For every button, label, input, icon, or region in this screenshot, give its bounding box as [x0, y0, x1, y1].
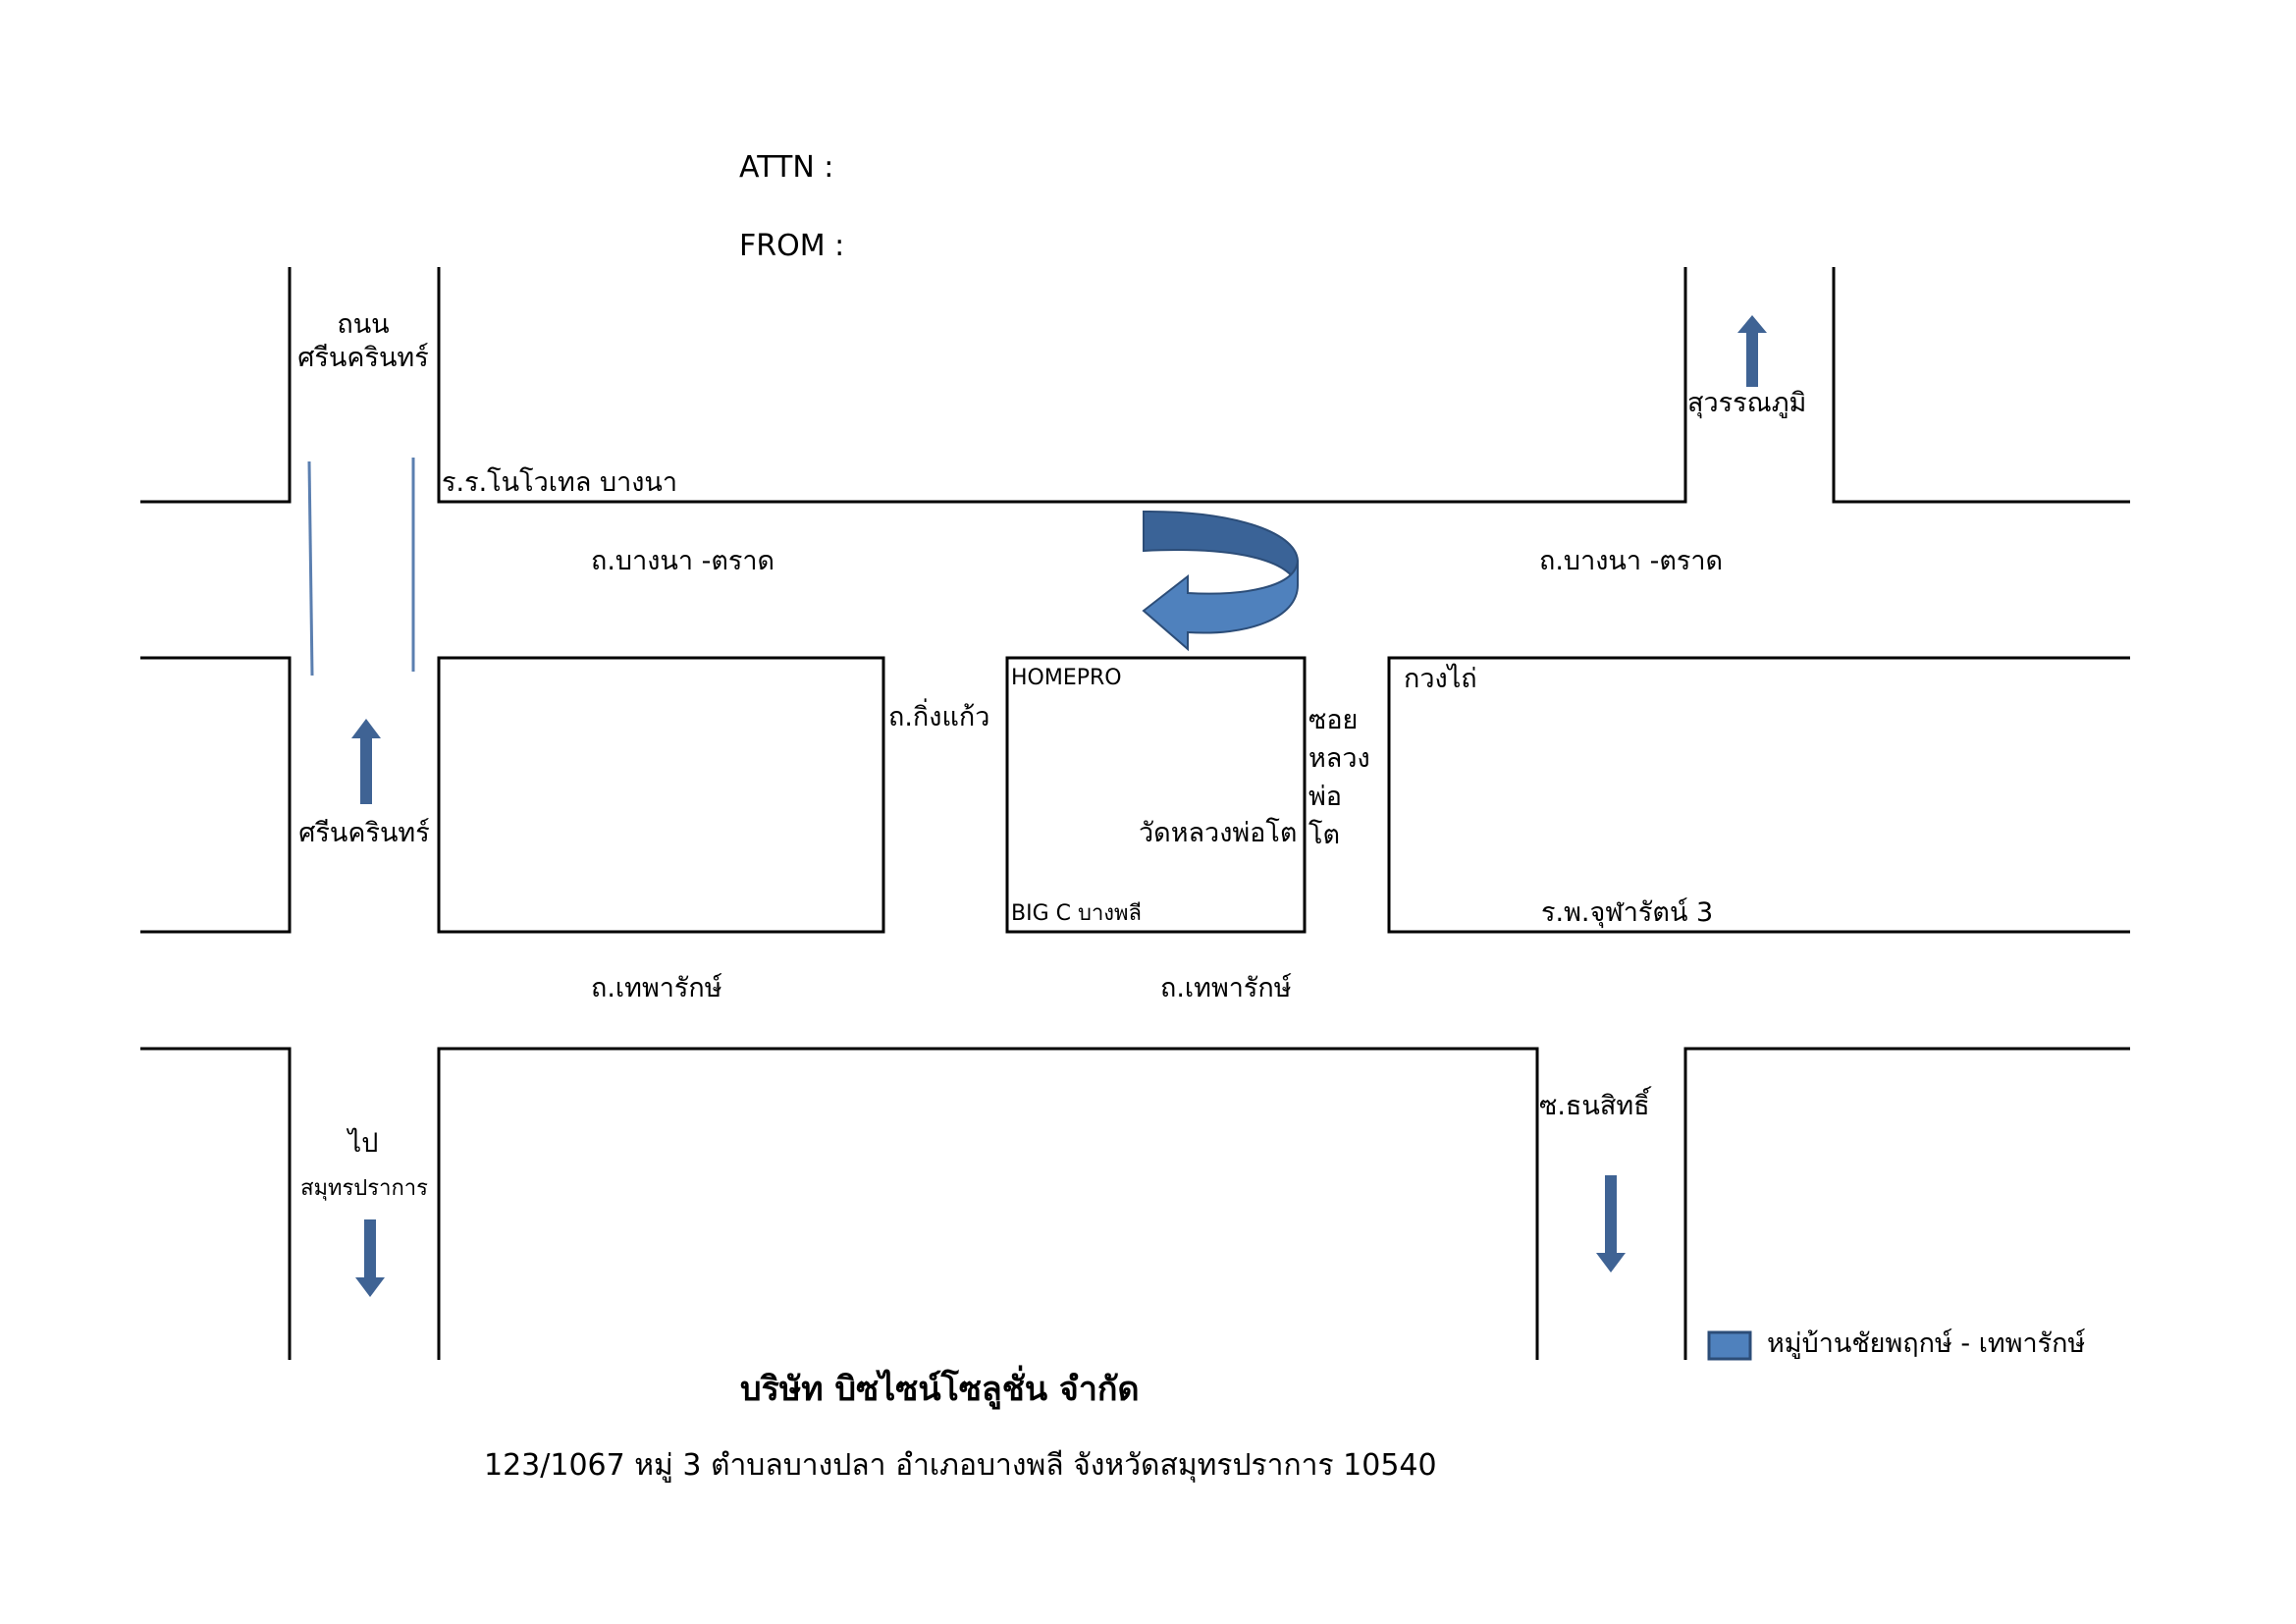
uturn-arrow-front [1142, 560, 1299, 652]
road-label-king-kaew: ถ.กิ่งแก้ว [888, 702, 990, 732]
legend-label: หมู่บ้านชัยพฤกษ์ - เทพารักษ์ [1767, 1328, 2086, 1359]
landmark-chulabhorn-hospital: ร.พ.จุฬารัตน์ 3 [1541, 897, 1714, 928]
company-address: 123/1067 หมู่ 3 ตำบลบางปลา อำเภอบางพลี จ… [484, 1448, 1437, 1483]
road-label-thepharak-left: ถ.เทพารักษ์ [591, 973, 722, 1003]
block-homepro-bigc [1005, 656, 1307, 934]
arrow-down-samutprakan [355, 1219, 385, 1297]
landmark-kuang-kai: กวงไถ่ [1404, 664, 1477, 694]
arrow-up-suvarnabhumi [1737, 315, 1767, 387]
road-edge-bottom-middle [437, 1047, 1539, 1360]
landmark-wat-luang-pho-to: วัดหลวงพ่อโต [1139, 818, 1298, 848]
road-edge-mid-left [140, 656, 292, 934]
road-edge-top-left [140, 267, 292, 504]
landmark-big-c: BIG C บางพลี [1011, 901, 1143, 926]
company-name: บริษัท บิซไซน์โซลูชั่น จำกัด [740, 1370, 1140, 1409]
road-label-suvarnabhumi: สุวรรณภูมิ [1687, 388, 1807, 418]
road-label-to: ไป [347, 1128, 379, 1159]
block-mid-1 [437, 656, 885, 934]
road-label-thepharak-mid: ถ.เทพารักษ์ [1160, 973, 1292, 1003]
road-edge-bottom-right [1683, 1047, 2130, 1360]
road-edge-bottom-left [140, 1047, 292, 1360]
road-edge-top-right [1832, 267, 2130, 504]
road-label-bangna-trat-left: ถ.บางนา -ตราด [591, 546, 775, 576]
road-outlines [140, 267, 2130, 1360]
road-label-samutprakan: สมุทรปราการ [300, 1176, 428, 1201]
road-edge-top-middle [437, 267, 1687, 504]
road-label-srinakarin-mid: ศรีนครินทร์ [298, 818, 430, 848]
road-label-bangna-trat-right: ถ.บางนา -ตราด [1539, 546, 1724, 576]
landmark-homepro: HOMEPRO [1011, 666, 1122, 690]
road-label-soi-thanasit: ซ.ธนสิทธิ์ [1539, 1091, 1650, 1121]
direction-arrows [351, 315, 1767, 1297]
arrow-down-thanasit [1596, 1175, 1626, 1272]
legend-swatch [1707, 1330, 1752, 1361]
from-label: FROM : [739, 229, 845, 263]
landmark-novotel: ร.ร.โนโวเทล บางนา [442, 467, 678, 498]
road-edge-mid-right [1387, 656, 2130, 934]
attn-label: ATTN : [739, 150, 834, 185]
road-label-srinakarin-top: ถนน ศรีนครินทร์ [297, 309, 429, 373]
uturn-arrow [1142, 510, 1299, 652]
median-line-left [307, 460, 314, 677]
arrow-up-srinakarin [351, 719, 381, 804]
road-label-soi-luang-pho-to: ซอย หลวง พ่อ โต [1308, 705, 1370, 850]
uturn-arrow-back [1143, 510, 1299, 586]
